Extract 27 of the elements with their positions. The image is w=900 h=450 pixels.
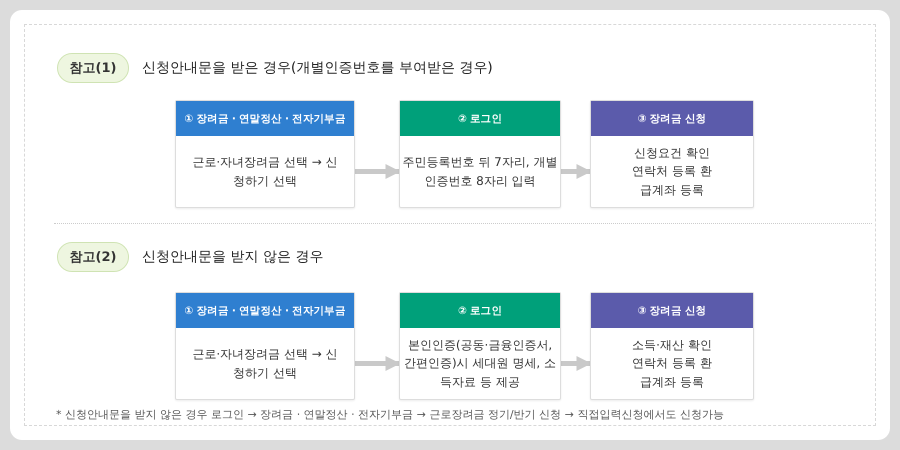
reference-pill: 참고(2) bbox=[57, 242, 129, 272]
section-heading: 신청안내문을 받은 경우(개별인증번호를 부여받은 경우) bbox=[142, 59, 493, 77]
step-card bbox=[175, 292, 355, 400]
step-card bbox=[590, 100, 754, 208]
step-description: 근로·자녀장려금 선택 → 신청하기 선택 bbox=[191, 346, 339, 382]
step-header: ① 장려금 · 연말정산 · 전자기부금 bbox=[176, 101, 354, 136]
section-heading: 신청안내문을 받지 않은 경우 bbox=[142, 248, 324, 266]
arrow bbox=[561, 356, 592, 371]
step-header: ③ 장려금 신청 bbox=[591, 101, 753, 136]
step-header: ② 로그인 bbox=[400, 101, 560, 136]
step-card bbox=[175, 100, 355, 208]
step-description: 주민등록번호 뒤 7자리, 개별인증번호 8자리 입력 bbox=[402, 154, 558, 190]
step-card bbox=[590, 292, 754, 400]
arrow bbox=[561, 164, 592, 179]
step-card bbox=[399, 292, 561, 400]
arrow bbox=[355, 356, 400, 371]
step-description: 신청요건 확인 연락처 등록 환급계좌 등록 bbox=[631, 144, 713, 199]
step-header: ③ 장려금 신청 bbox=[591, 293, 753, 328]
step-card bbox=[399, 100, 561, 208]
footnote: * 신청안내문을 받지 않은 경우 로그인 → 장려금 · 연말정산 · 전자기부금 → 근로장려금 정기/반기 신청 → 직접입력신청에서도 신청가능 bbox=[56, 407, 724, 422]
step-header: ② 로그인 bbox=[400, 293, 560, 328]
reference-pill: 참고(1) bbox=[57, 53, 129, 83]
step-description: 본인인증(공동·금융인증서, 간편인증)시 세대원 명세, 소득자료 등 제공 bbox=[403, 336, 557, 391]
step-description: 소득·재산 확인 연락처 등록 환급계좌 등록 bbox=[631, 336, 713, 391]
arrow bbox=[355, 164, 400, 179]
step-header: ① 장려금 · 연말정산 · 전자기부금 bbox=[176, 293, 354, 328]
step-description: 근로·자녀장려금 선택 → 신청하기 선택 bbox=[191, 154, 339, 190]
